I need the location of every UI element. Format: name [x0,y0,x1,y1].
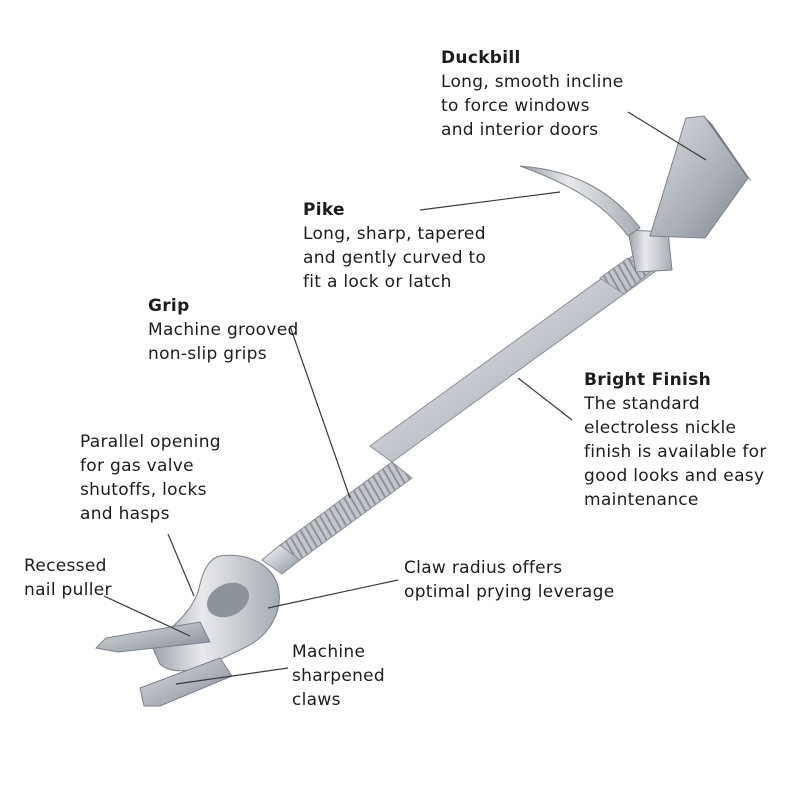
callout-bright-finish-title: Bright Finish [584,370,711,390]
callout-sharpened-line: sharpened [292,666,386,686]
callout-pike-title: Pike [303,200,345,220]
leader-grip [289,325,351,499]
callout-pike-line: Long, sharp, tapered [303,224,486,244]
fork-head [94,554,280,707]
callout-grip-title: Grip [148,296,190,316]
callout-nail-line: Recessed [24,556,107,576]
callout-bright-finish-line: finish is available for [584,442,767,462]
duckbill [649,115,752,239]
leader-pike [419,191,561,211]
pike [519,165,641,237]
leader-nail [103,595,191,637]
callout-bright-finish-line: maintenance [584,490,699,510]
callout-duckbill-line: Long, smooth incline [441,72,624,92]
callout-claw-radius: Claw radius offers optimal prying levera… [404,556,614,604]
callout-sharpened-line: Machine [292,642,366,662]
shaft [261,251,661,575]
callout-parallel-line: for gas valve [80,456,194,476]
callout-duckbill-title: Duckbill [441,48,521,68]
leader-claw [267,579,399,609]
callout-pike-line: fit a lock or latch [303,272,452,292]
callout-duckbill: Duckbill Long, smooth incline to force w… [441,46,624,142]
callout-duckbill-line: to force windows [441,96,590,116]
callout-claw-line: Claw radius offers [404,558,563,578]
callout-parallel-line: shutoffs, locks [80,480,207,500]
callout-parallel-line: Parallel opening [80,432,221,452]
callout-bright-finish-line: The standard [584,394,701,414]
callout-parallel-opening: Parallel opening for gas valve shutoffs,… [80,430,221,526]
callout-bright-finish-line: electroless nickle [584,418,737,438]
callout-sharpened-claws: Machine sharpened claws [292,640,385,712]
leader-sharpened [175,667,289,685]
callout-grip: Grip Machine grooved non-slip grips [148,294,299,366]
callout-pike: Pike Long, sharp, tapered and gently cur… [303,198,486,294]
leader-duckbill [627,111,707,161]
callout-grip-line: Machine grooved [148,320,299,340]
callout-grip-line: non-slip grips [148,344,267,364]
callout-nail-puller: Recessed nail puller [24,554,112,602]
grip-grooves [279,461,413,561]
leader-lines [103,111,707,685]
callout-pike-line: and gently curved to [303,248,487,268]
leader-finish [517,377,573,421]
callout-bright-finish: Bright Finish The standard electroless n… [584,368,767,512]
callout-bright-finish-line: good looks and easy [584,466,765,486]
callout-sharpened-line: claws [292,690,341,710]
callout-nail-line: nail puller [24,580,112,600]
callout-parallel-line: and hasps [80,504,170,524]
callout-duckbill-line: and interior doors [441,120,599,140]
leader-parallel [167,533,195,597]
upper-claw [94,621,211,653]
callout-claw-line: optimal prying leverage [404,582,615,602]
